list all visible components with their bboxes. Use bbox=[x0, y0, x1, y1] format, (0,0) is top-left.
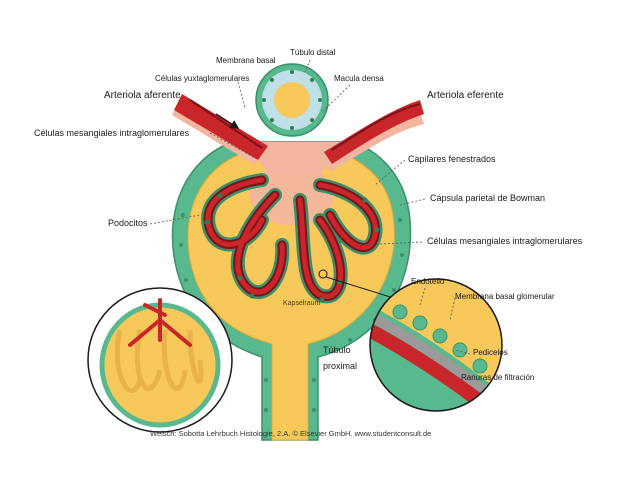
credit-line: Welsch: Sobotta Lehrbuch Histologie, 2.A… bbox=[150, 429, 432, 438]
label-tubulo-distal: Túbulo distal bbox=[290, 48, 336, 57]
label-pedicelos: Pedicelos bbox=[473, 348, 508, 357]
capillary-loops bbox=[201, 173, 383, 304]
leader-lines bbox=[149, 59, 471, 379]
efferent-arteriole bbox=[322, 100, 424, 172]
label-podocitos: Podocitos bbox=[108, 218, 148, 228]
label-arteriola-aferente: Arteriola aferente bbox=[104, 90, 181, 101]
detail-marker bbox=[318, 269, 328, 279]
label-capilares-fenestrados: Capilares fenestrados bbox=[408, 154, 496, 164]
detail-connector bbox=[325, 276, 401, 301]
label-macula-densa: Macula densa bbox=[334, 74, 384, 83]
label-tubulo-proximal-2: proximal bbox=[323, 361, 358, 371]
label-celulas-mesangiales-left: Células mesangiales intraglomerulares bbox=[34, 128, 190, 138]
label-membrana-basal: Membrana basal bbox=[216, 56, 276, 65]
distal-tubule bbox=[255, 63, 329, 137]
label-tubulo-proximal-1: Túbulo bbox=[323, 345, 351, 355]
label-capsula-parietal: Cápsula parietal de Bowman bbox=[430, 193, 546, 203]
label-celulas-yuxtaglomerulares: Células yuxtaglomerulares bbox=[155, 74, 250, 83]
kapselraum-label: Kapselraum bbox=[283, 300, 321, 307]
label-membrana-basal-glomerular: Membrana basal glomerular bbox=[455, 292, 555, 301]
inset-corpuscle-overview bbox=[87, 287, 233, 433]
mesangium bbox=[250, 165, 334, 225]
label-arteriola-eferente: Arteriola eferente bbox=[427, 90, 504, 101]
label-celulas-mesangiales-right: Células mesangiales intraglomerulares bbox=[427, 236, 583, 246]
label-ranuras: Ranuras de filtración bbox=[461, 373, 535, 382]
afferent-arteriole bbox=[172, 94, 268, 165]
label-endotelio: Endotelio bbox=[411, 277, 445, 286]
